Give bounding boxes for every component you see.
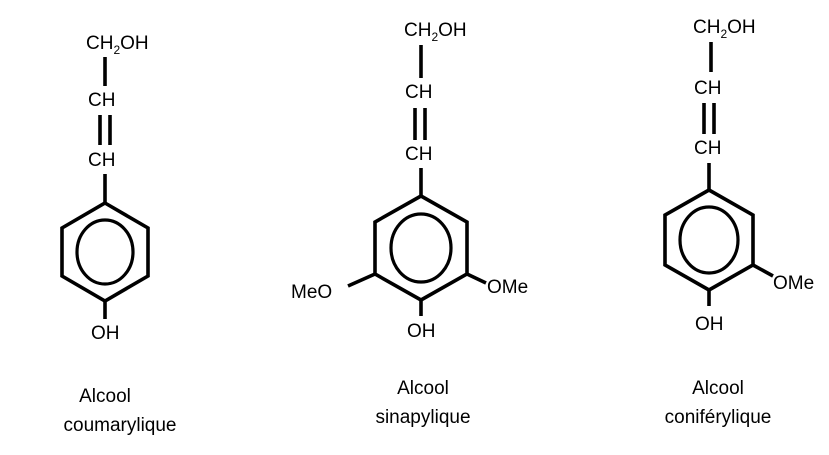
ch-lower-label: CH [694,138,721,159]
top-group-label: CH2OH [404,20,467,44]
benzene-ring [60,200,150,304]
bottom-group-label: OH [91,323,120,344]
bottom-group-label: OH [407,321,436,342]
left-group-label: MeO [291,282,332,303]
benzene-ring [373,193,469,303]
single-bond [752,263,774,278]
caption-line2: coniférylique [665,407,772,428]
ch-upper-label: CH [405,82,432,103]
top-group-label: CH2OH [86,33,149,57]
aromatic-circle [389,212,453,284]
ch-lower-label: CH [405,144,432,165]
ch-lower-label: CH [88,150,115,171]
caption-line2: coumarylique [64,415,177,436]
caption-line2: sinapylique [375,407,470,428]
molecule-coniferylique: CH2OH CH CH OMe OH Alcool coniférylique [663,17,814,428]
single-bond [347,272,376,288]
aromatic-circle [75,218,135,286]
caption-line1: Alcool [692,378,744,399]
bottom-group-label: OH [695,314,724,335]
right-group-label: OMe [487,277,528,298]
molecule-coumarylique: CH2OH CH CH OH Alcool coumarylique [60,33,177,436]
right-group-label: OMe [773,273,814,294]
ch-upper-label: CH [694,78,721,99]
molecule-sinapylique: CH2OH CH CH MeO OMe OH Alcool sinapyliqu… [291,20,528,428]
aromatic-circle [678,205,740,275]
caption-line1: Alcool [79,386,131,407]
top-group-label: CH2OH [693,17,756,41]
benzene-ring [663,187,755,293]
single-bond [466,272,487,285]
ch-upper-label: CH [88,90,115,111]
caption-line1: Alcool [397,378,449,399]
